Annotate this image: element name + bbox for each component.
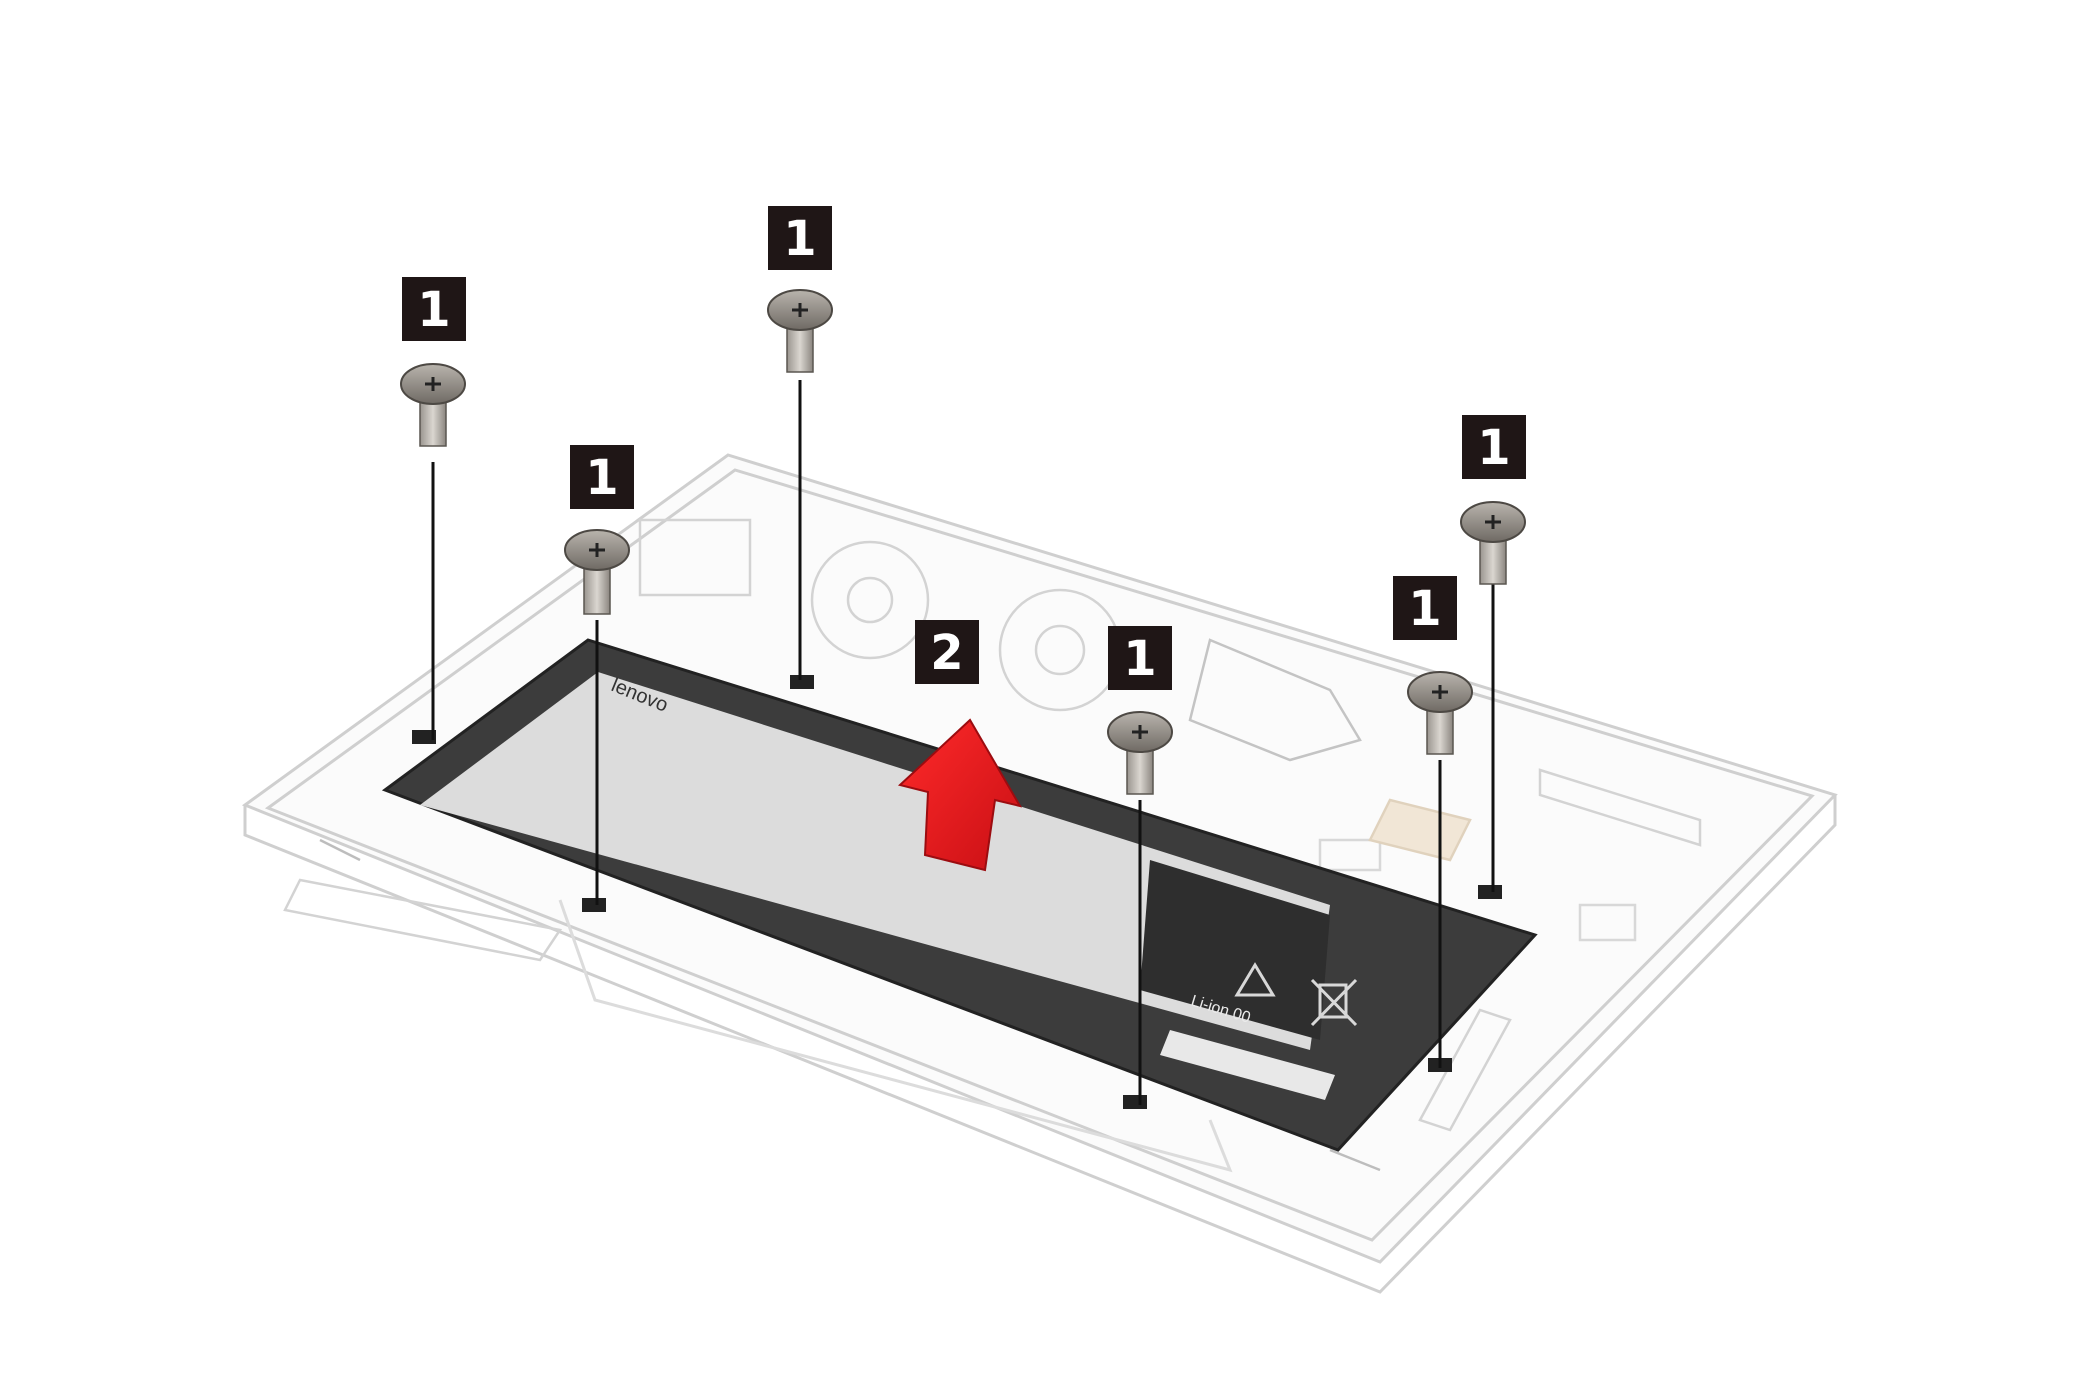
screw-5: [1407, 671, 1473, 1068]
recycle-icon: [1234, 962, 1276, 997]
fan-right-hub: [1034, 624, 1086, 676]
battery-tab-3: [790, 675, 814, 689]
screw-6: [1460, 501, 1526, 892]
battery-tab-6: [1478, 885, 1502, 899]
screw-4: [1107, 711, 1173, 1105]
callout-lift: 2: [915, 620, 979, 684]
battery-tab-1: [412, 730, 436, 744]
chassis-inner-edge: [264, 468, 1815, 1242]
screw-1: [400, 363, 466, 740]
hinge-left: [319, 838, 361, 862]
battery-lower-sticker: [1160, 1030, 1335, 1100]
callout-screw-3: 1: [768, 206, 832, 270]
copper-pad: [1368, 798, 1472, 862]
screw-3: [767, 289, 833, 680]
crossed-bin-icon: [1310, 978, 1358, 1027]
svg-text:1: 1: [1477, 420, 1510, 476]
connector-strip-right: [1538, 768, 1702, 847]
svg-text:2: 2: [930, 625, 963, 681]
callout-screw-1: 1: [402, 277, 466, 341]
internal-components: [283, 518, 1702, 1172]
battery-tab-4: [1123, 1095, 1147, 1109]
callout-screw-6: 1: [1462, 415, 1526, 479]
chassis-bottom-lip: [243, 795, 1837, 1294]
fan-left: [810, 540, 930, 660]
svg-text:1: 1: [1123, 631, 1156, 687]
callout-screw-2: 1: [570, 445, 634, 509]
speaker-left: [283, 878, 563, 962]
battery-dark-panel: [1140, 860, 1330, 1040]
hinge-right: [1329, 1148, 1381, 1172]
battery-label-sticker: [420, 672, 1330, 1050]
board-chip-2: [1578, 903, 1637, 942]
battery-tab-2: [582, 898, 606, 912]
svg-text:1: 1: [1408, 581, 1441, 637]
trackpad-edge: [558, 899, 1233, 1173]
screw-2: [564, 529, 630, 905]
svg-text:1: 1: [783, 211, 816, 267]
callout-screw-5: 1: [1393, 576, 1457, 640]
heatpipe: [1188, 638, 1362, 762]
board-chip-1: [1318, 838, 1382, 872]
battery-pack: lenovo Li-ion 00: [381, 638, 1538, 1152]
wifi-card: [638, 518, 752, 597]
svg-text:1: 1: [417, 282, 450, 338]
lift-arrow-icon: [897, 718, 1023, 872]
callout-screw-4: 1: [1108, 626, 1172, 690]
speaker-right: [1418, 1008, 1512, 1132]
svg-text:1: 1: [585, 450, 618, 506]
fan-left-hub: [846, 576, 894, 624]
